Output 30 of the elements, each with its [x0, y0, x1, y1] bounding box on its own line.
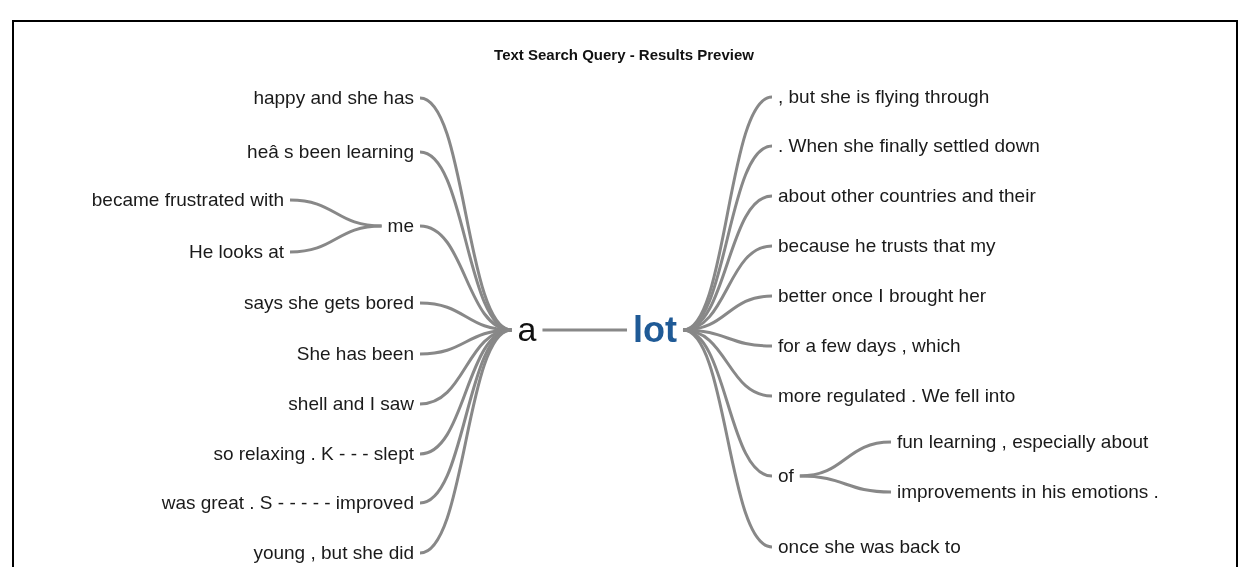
phrase-text: heâ s been learning: [241, 141, 420, 163]
phrase-text: me: [381, 215, 420, 237]
connector-line: [799, 440, 892, 478]
phrase-text: , but she is flying through: [772, 86, 996, 108]
phrase-text: about other countries and their: [772, 185, 1042, 207]
phrase-text: became frustrated with: [85, 189, 290, 211]
phrase-text: shell and I saw: [282, 393, 420, 415]
phrase-text: . When she finally settled down: [772, 135, 1046, 157]
phrase-text: fun learning , especially about: [891, 431, 1155, 453]
connector-line: [289, 224, 382, 254]
connector-line: [542, 328, 627, 332]
phrase-text: once she was back to: [772, 536, 967, 558]
phrase-text: more regulated . We fell into: [772, 385, 1022, 407]
phrase-text: for a few days , which: [772, 335, 967, 357]
phrase-text: happy and she has: [247, 87, 420, 109]
phrase-text: She has been: [290, 343, 420, 365]
phrase-text: young , but she did: [247, 542, 420, 564]
chart-title: Text Search Query - Results Preview: [494, 46, 754, 63]
root-word: a: [511, 311, 543, 349]
phrase-text: better once I brought her: [772, 285, 993, 307]
connector-line: [289, 198, 382, 228]
connector-line: [799, 474, 892, 494]
search-term: lot: [627, 310, 683, 350]
phrase-text: so relaxing . K - - - slept: [207, 443, 420, 465]
phrase-text: improvements in his emotions .: [891, 481, 1165, 503]
phrase-text: He looks at: [182, 241, 290, 263]
phrase-text: because he trusts that my: [772, 235, 1002, 257]
phrase-text: says she gets bored: [237, 292, 420, 314]
phrase-text: was great . S - - - - - improved: [155, 492, 420, 514]
phrase-text: of: [772, 465, 800, 487]
